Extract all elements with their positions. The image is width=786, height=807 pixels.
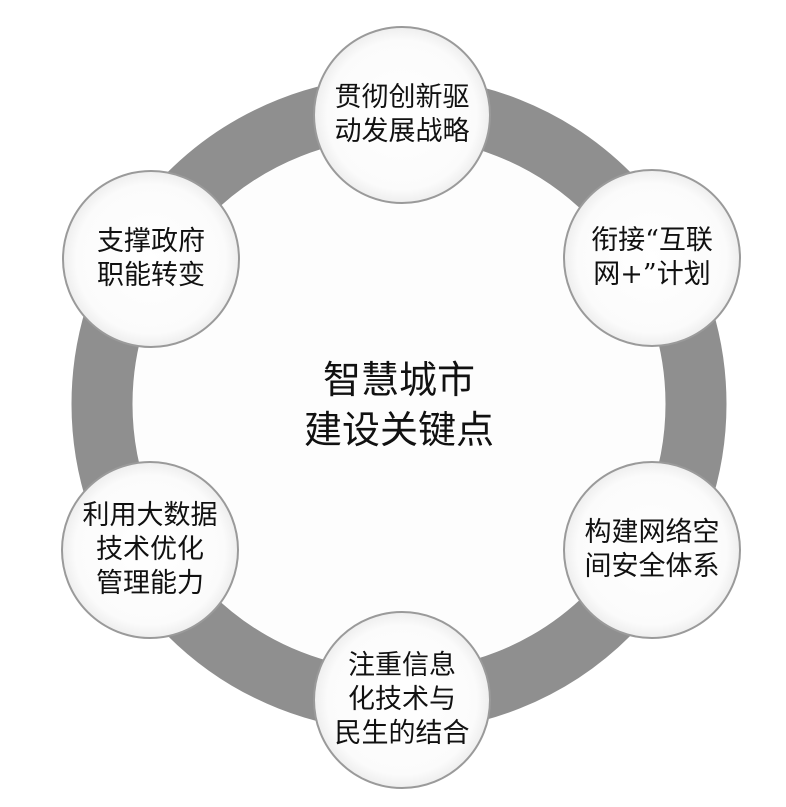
center-title: 智慧城市 建设关键点 <box>303 358 494 452</box>
node-government-function-label: 支撑政府 职能转变 <box>97 226 205 291</box>
node-big-data-label: 利用大数据 技术优化 管理能力 <box>82 500 218 599</box>
node-innovation-strategy-label: 贯彻创新驱 动发展战略 <box>334 82 470 147</box>
center-circle <box>133 138 665 670</box>
node-livelihood-circle <box>313 611 491 789</box>
node-big-data-circle <box>61 461 239 639</box>
node-livelihood-label: 注重信息 化技术与 民生的结合 <box>334 650 470 749</box>
node-cyber-security-circle <box>563 461 741 639</box>
node-cyber-security-label: 构建网络空 间安全体系 <box>584 517 720 582</box>
node-internet-plus-circle <box>563 169 741 347</box>
node-innovation-strategy-circle <box>313 26 491 204</box>
node-internet-plus-label: 衔接“互联 网+”计划 <box>591 225 713 290</box>
node-government-function-circle <box>62 170 240 348</box>
